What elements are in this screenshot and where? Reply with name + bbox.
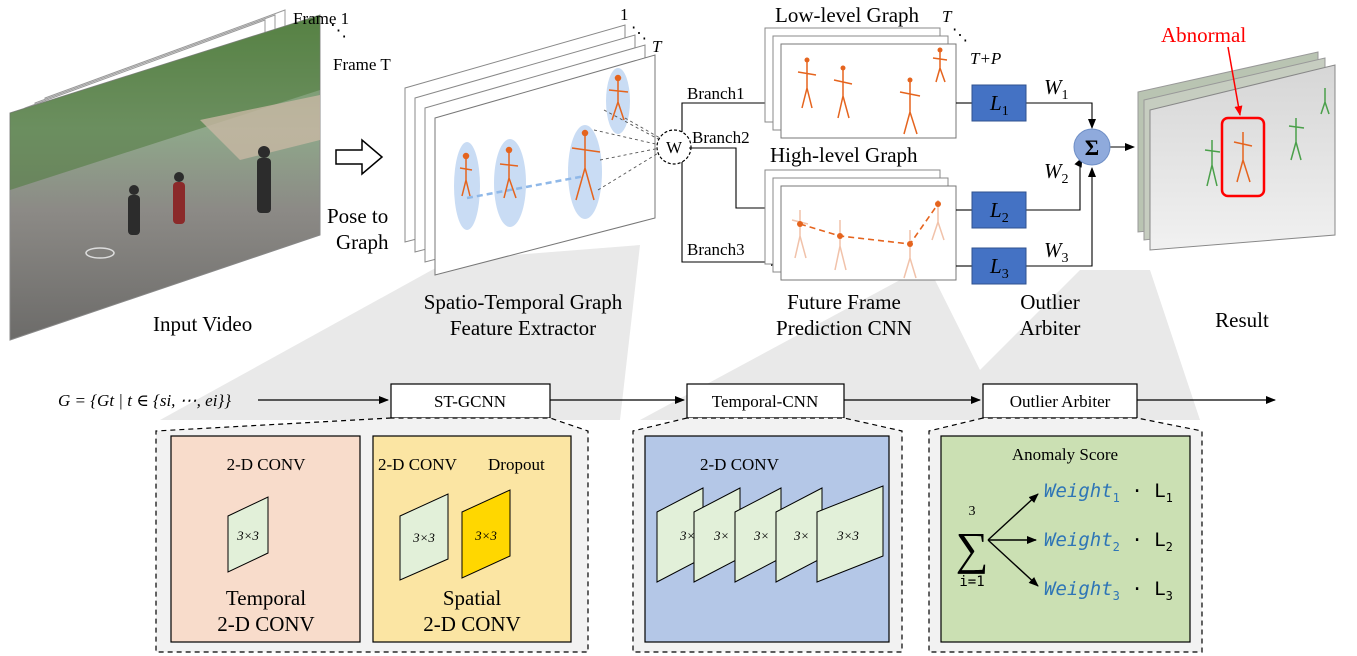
abnormal-label: Abnormal — [1161, 23, 1246, 47]
loss-box-3: L3 — [971, 247, 1027, 285]
w-node: W — [656, 129, 692, 165]
weight-1-label: W1 — [1044, 75, 1069, 103]
frame-first-label: Frame 1 — [293, 9, 349, 28]
sum-symbol: ∑ — [956, 523, 989, 574]
stage-box-stgcnn: ST-GCNN — [390, 383, 551, 419]
extractor-index-first: 1 — [620, 5, 629, 24]
input-caption: Input Video — [153, 312, 252, 336]
sum-lower-limit: i=1 — [959, 574, 984, 590]
hollow-arrow-icon — [335, 138, 384, 176]
high-level-graph-stack — [764, 169, 957, 281]
spatial-conv-title: 2-D CONV — [378, 455, 458, 474]
result-frame-stack — [1137, 51, 1336, 251]
low-level-graph-stack — [764, 27, 957, 139]
weighted-term-2: Weight2 · L2 — [1044, 529, 1173, 554]
loss-box-2: L2 — [971, 191, 1027, 229]
prediction-caption-2: Prediction CNN — [776, 316, 912, 340]
stage-box-outlier-arbiter: Outlier Arbiter — [982, 383, 1138, 419]
temporal-conv-title: 2-D CONV — [227, 455, 307, 474]
result-caption: Result — [1215, 308, 1269, 332]
branch-3-label: Branch3 — [687, 240, 745, 259]
weight-2-label: W2 — [1044, 159, 1069, 187]
weighted-term-1: Weight1 · L1 — [1044, 480, 1173, 505]
dropout-title: Dropout — [488, 455, 545, 474]
tcnn-kernel-label-3: 3× — [753, 528, 769, 543]
arbiter-caption-1: Outlier — [1020, 290, 1079, 314]
temporal-kernel-label: 3×3 — [236, 528, 259, 543]
anomaly-score-title: Anomaly Score — [1012, 445, 1118, 464]
pedestrian-figure — [128, 146, 271, 235]
input-formula: G = {Gt | t ∈ {si, ⋯, ei}} — [58, 391, 231, 410]
extractor-dots: ⋱ — [631, 25, 647, 42]
pose-to-graph-label-2: Graph — [336, 230, 389, 254]
temporal-caption-1: Temporal — [226, 586, 306, 610]
loss-box-1: L1 — [971, 84, 1027, 122]
stage-temporal-cnn-label: Temporal-CNN — [712, 392, 818, 411]
frame-last-label: Frame T — [333, 55, 391, 74]
w-node-label: W — [666, 138, 683, 157]
spatial-kernel-label-1: 3×3 — [412, 530, 435, 545]
tcnn-kernel-label-2: 3× — [713, 528, 729, 543]
high-level-title: High-level Graph — [770, 143, 918, 167]
pred-index-last: T+P — [970, 49, 1001, 68]
prediction-caption-1: Future Frame — [787, 290, 901, 314]
extractor-frame-stack — [404, 24, 661, 276]
stage-outlier-arbiter-label: Outlier Arbiter — [1010, 392, 1111, 411]
branch-connectors — [681, 99, 781, 266]
spatial-caption-1: Spatial — [443, 586, 501, 610]
stage-box-temporal-cnn: Temporal-CNN — [686, 383, 845, 419]
pred-index-first: T — [942, 7, 953, 26]
sum-node-symbol: Σ — [1085, 135, 1099, 160]
tcnn-kernel-label-4: 3× — [793, 528, 809, 543]
sum-node: Σ — [1073, 128, 1111, 166]
frame-dots: ⋱ — [330, 21, 347, 40]
low-level-title: Low-level Graph — [775, 3, 920, 27]
weight-3-label: W3 — [1044, 238, 1069, 266]
temporal-caption-2: 2-D CONV — [217, 612, 314, 636]
arbiter-caption-2: Arbiter — [1020, 316, 1081, 340]
stgcnn-detail-panel — [155, 417, 589, 653]
input-video-stack — [9, 9, 321, 341]
pred-dots: ⋱ — [952, 27, 968, 44]
tcnn-kernel-label-1: 3× — [679, 528, 695, 543]
spatial-caption-2: 2-D CONV — [423, 612, 520, 636]
temporal-cnn-title: 2-D CONV — [700, 455, 780, 474]
extractor-index-last: T — [652, 37, 663, 56]
branch-2-label: Branch2 — [692, 128, 750, 147]
weighted-term-3: Weight3 · L3 — [1044, 578, 1173, 603]
spatial-kernel-label-2: 3×3 — [474, 528, 497, 543]
tcnn-kernel-label-5: 3×3 — [836, 528, 859, 543]
extractor-caption-2: Feature Extractor — [450, 316, 596, 340]
stage-stgcnn-label: ST-GCNN — [434, 392, 506, 411]
temporal-cnn-detail-panel — [632, 417, 903, 653]
extractor-caption-1: Spatio-Temporal Graph — [424, 290, 623, 314]
branch-1-label: Branch1 — [687, 84, 745, 103]
arbiter-detail-panel — [928, 417, 1203, 653]
pose-to-graph-label-1: Pose to — [327, 204, 388, 228]
sum-upper-limit: 3 — [969, 504, 976, 519]
